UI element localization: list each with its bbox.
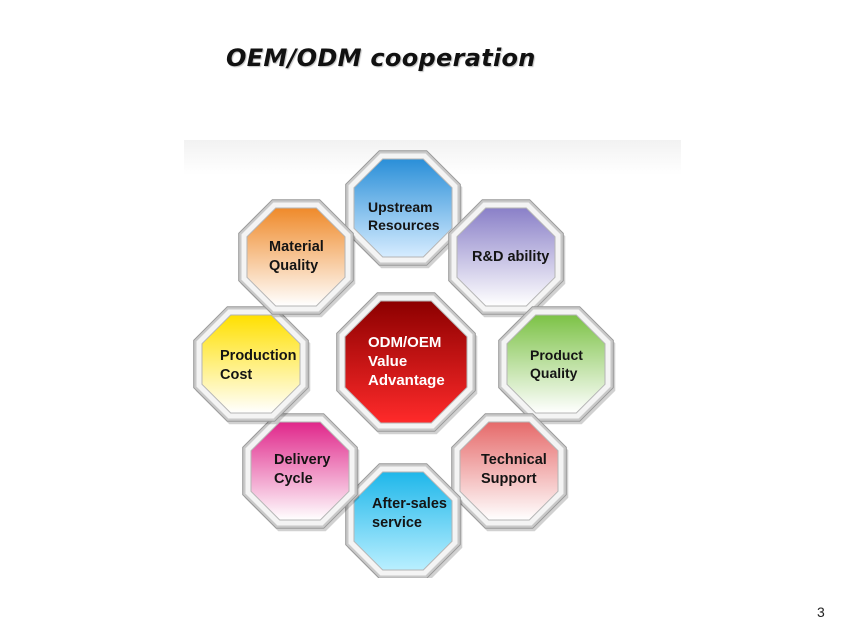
center-octagon-label: ODM/OEM Value Advantage xyxy=(368,334,445,389)
node-label-material-quality: Material Quality xyxy=(269,239,324,274)
octagon-production-cost xyxy=(193,306,311,425)
node-label-rnd: R&D ability xyxy=(472,249,550,265)
node-label-after-sales: After-sales service xyxy=(372,496,447,531)
node-label-technical-support: Technical Support xyxy=(481,452,547,487)
node-label-product-quality: Product Quality xyxy=(530,347,583,381)
octagon-after-sales xyxy=(345,463,463,578)
octagon-technical-support xyxy=(451,413,569,532)
node-label-delivery-cycle: Delivery Cycle xyxy=(274,452,331,487)
octagon-rnd xyxy=(448,199,566,318)
node-label-upstream: Upstream Resources xyxy=(368,199,440,233)
octagon-upstream xyxy=(345,150,463,269)
octagon-material-quality xyxy=(238,199,356,318)
octagon-center xyxy=(336,292,478,435)
page-number: 3 xyxy=(817,604,825,620)
diagram-panel: ODM/OEM Value Advantage Upstream Resourc… xyxy=(184,140,681,578)
octagon-product-quality xyxy=(498,306,616,425)
octagon-diagram xyxy=(193,150,616,578)
node-label-production-cost: Production Cost xyxy=(220,348,297,383)
octagon-delivery-cycle xyxy=(242,413,360,532)
slide-title: OEM/ODM cooperation xyxy=(226,44,536,72)
